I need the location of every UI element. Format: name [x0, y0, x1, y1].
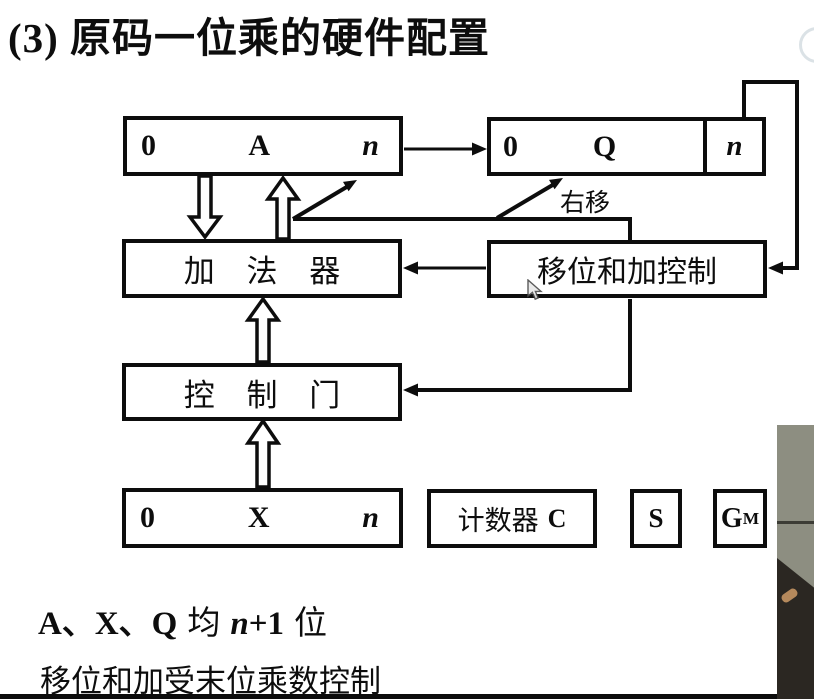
note1-jun: 均: [187, 606, 221, 642]
note1-plus: +1: [248, 606, 285, 642]
register-x-bit0: 0: [140, 501, 155, 534]
counter-label-cn: 计数器: [457, 506, 539, 536]
register-a: 0 A n: [123, 116, 403, 176]
note1-n: n: [230, 606, 249, 642]
page-title: (3) 原码一位乘的硬件配置: [8, 15, 491, 61]
register-a-name: A: [248, 129, 270, 162]
hollow-arrow-gate-to-adder: [244, 295, 282, 364]
gm-register-label: G: [720, 502, 743, 534]
partial-circle-decoration: [799, 27, 814, 63]
video-wall-line: [777, 521, 814, 524]
arrow-shift-q-line: [495, 181, 558, 220]
arrow-shift-a-head: [343, 180, 357, 192]
register-q: 0 Q n: [487, 117, 766, 176]
counter-label-c: C: [547, 503, 567, 533]
note-line2: 移位和加受末位乘数控制: [40, 664, 381, 699]
register-a-bitn: n: [362, 129, 379, 162]
hollow-arrow-a-to-adder: [186, 174, 224, 240]
video-laptop-lid: [777, 558, 814, 699]
hollow-arrow-x-to-gate: [244, 417, 282, 489]
arrow-feedback-head: [768, 261, 783, 275]
mouse-cursor: [527, 279, 543, 301]
right-shift-label: 右移: [560, 190, 611, 217]
register-q-bitn-cell: n: [707, 130, 762, 163]
register-x-name: X: [247, 501, 270, 534]
arrow-sac-to-gate-head: [403, 383, 418, 397]
register-x-bitn: n: [362, 501, 379, 534]
s-register-label: S: [648, 503, 664, 533]
adder-label: 加 法 器: [183, 254, 353, 289]
s-register-box: S: [630, 489, 682, 548]
register-x: 0 X n: [122, 488, 403, 548]
note1-wei: 位: [294, 606, 328, 642]
control-gate-box: 控 制 门: [122, 363, 402, 421]
register-q-bitn: n: [726, 130, 743, 162]
hollow-arrow-adder-to-a: [264, 174, 302, 241]
counter-c-box: 计数器 C: [427, 489, 597, 548]
adder-box: 加 法 器: [122, 239, 402, 298]
register-q-bit0: 0: [503, 129, 518, 163]
arrow-sac-to-adder-head: [403, 261, 418, 275]
bottom-divider-bar: [0, 694, 814, 699]
arrow-shift-a-line: [291, 183, 352, 221]
register-a-bit0: 0: [141, 129, 156, 162]
arrow-a-to-q-head: [472, 142, 487, 156]
wire-sac-to-gate: [415, 299, 632, 392]
register-q-name: Q: [592, 129, 617, 163]
register-q-main: 0 Q: [491, 121, 707, 172]
control-gate-label: 控 制 门: [183, 377, 353, 413]
shift-add-control-label: 移位和加控制: [537, 256, 717, 289]
webcam-video-strip: [777, 425, 814, 699]
note1-registers: A、X、Q: [38, 606, 178, 642]
